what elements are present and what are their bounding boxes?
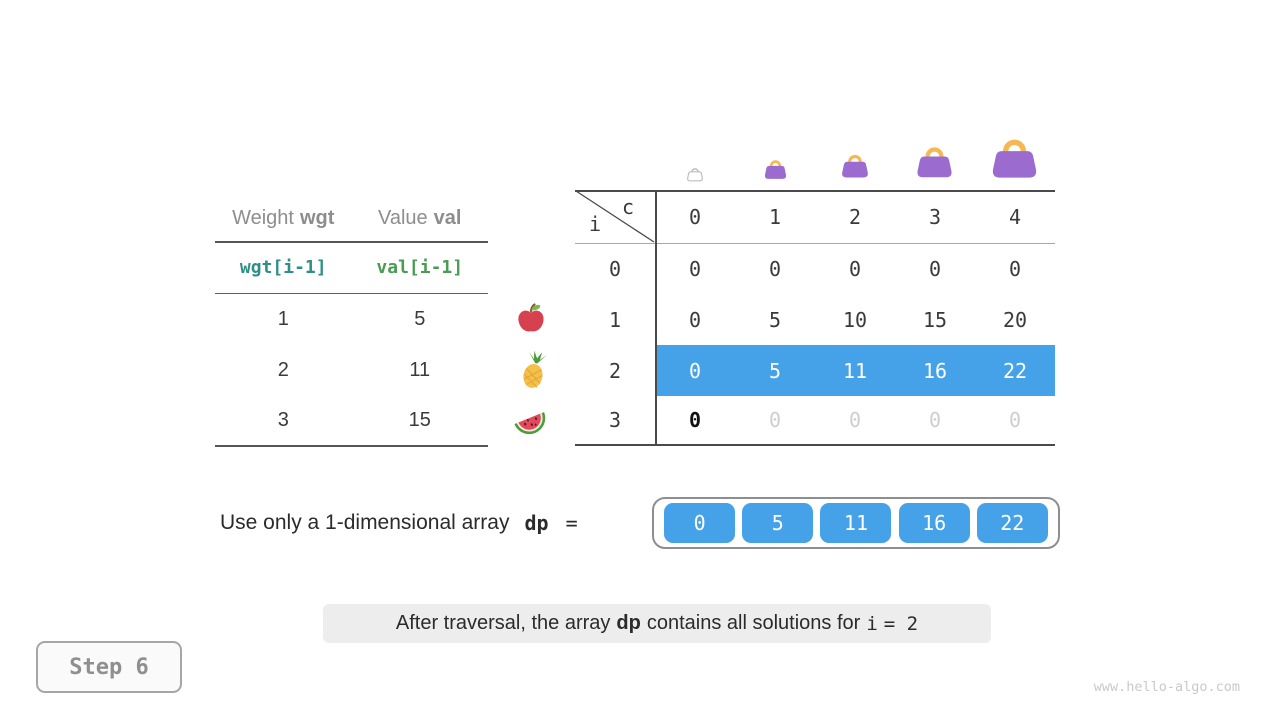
dp-cell-1-0: 0 — [688, 308, 702, 332]
row-label-2: 2 — [608, 358, 622, 383]
value-code-label: val — [433, 206, 462, 229]
table-header-divider — [575, 243, 1055, 244]
pineapple-icon — [517, 350, 551, 395]
caption-banner: After traversal, the array dp contains a… — [323, 604, 991, 643]
item-weight: 2 — [277, 359, 289, 381]
item-value: 11 — [409, 359, 431, 381]
highlighted-row-band — [656, 345, 1055, 396]
dp-cell-1-4: 20 — [1002, 308, 1028, 332]
item-value: 15 — [408, 409, 431, 431]
dp-cell-1-1: 5 — [768, 308, 782, 332]
dp-array-cell-3: 16 — [898, 503, 970, 543]
col-header-1: 1 — [768, 204, 782, 229]
caption-i-code: i — [866, 612, 878, 635]
dp-cell-3-3: 0 — [928, 408, 942, 432]
dp-array-label: Use only a 1-dimensional array dp = — [220, 504, 578, 542]
val-formula: val[i-1] — [376, 256, 464, 278]
dp-cell-2-2: 11 — [842, 358, 868, 383]
dp-table: c i 0 1 2 3 4 0 0 0 0 0 0 1 0 5 10 15 20… — [575, 190, 1055, 446]
col-header-3: 3 — [928, 204, 942, 229]
row-label-3: 3 — [608, 408, 622, 432]
dp-cell-0-3: 0 — [928, 257, 942, 281]
bag-capacity-0-icon — [687, 166, 703, 187]
formula-row: wgt[i-1] val[i-1] — [215, 241, 488, 293]
divider — [215, 241, 488, 243]
value-column-header: Value val — [352, 195, 489, 241]
caption-text: contains all solutions for — [646, 612, 861, 634]
apple-icon — [515, 302, 547, 339]
table-vertical-divider — [655, 190, 657, 446]
col-header-2: 2 — [848, 204, 862, 229]
item-row-apple: 1 5 — [215, 293, 488, 345]
dp-array-cell-0: 0 — [664, 503, 736, 543]
dp-cell-1-2: 10 — [842, 308, 868, 332]
table-bottom-border — [575, 444, 1055, 446]
row-label-1: 1 — [608, 308, 622, 332]
dp-cell-2-4: 22 — [1002, 358, 1028, 383]
table-top-border — [575, 190, 1055, 192]
corner-row-var: i — [589, 212, 602, 236]
bag-capacity-4-icon — [991, 135, 1038, 185]
col-header-0: 0 — [688, 204, 702, 229]
item-row-pineapple: 2 11 — [215, 345, 488, 396]
dp-code-label: dp — [524, 511, 549, 535]
weight-column-header: Weight wgt — [215, 195, 352, 241]
dp-cell-3-4: 0 — [1008, 408, 1022, 432]
caption-dp-code: dp — [616, 612, 641, 634]
dp-array-cell-1: 5 — [742, 503, 814, 543]
corner-col-var: c — [622, 195, 635, 219]
value-label: Value — [378, 206, 428, 229]
dp-array: 0 5 11 16 22 — [652, 497, 1060, 549]
bag-capacity-2-icon — [841, 152, 869, 184]
dp-cell-0-4: 0 — [1008, 257, 1022, 281]
item-weight: 3 — [277, 409, 289, 431]
wgt-formula: wgt[i-1] — [239, 256, 327, 278]
item-row-watermelon: 3 15 — [215, 396, 488, 445]
dp-cell-3-2: 0 — [848, 408, 862, 432]
dp-cell-2-0: 0 — [688, 358, 702, 383]
dp-cell-3-1: 0 — [768, 408, 782, 432]
col-header-4: 4 — [1008, 204, 1022, 229]
dp-cell-0-0: 0 — [688, 257, 702, 281]
dp-cell-0-1: 0 — [768, 257, 782, 281]
corner-cell: c i — [575, 190, 655, 243]
step-badge: Step 6 — [36, 641, 182, 693]
dp-array-cell-4: 22 — [976, 503, 1048, 543]
weight-code-label: wgt — [299, 206, 335, 229]
item-table: Weight wgt Value val wgt[i-1] val[i-1] 1… — [215, 195, 488, 447]
diagonal-line — [575, 190, 655, 243]
dp-array-cell-2: 11 — [820, 503, 892, 543]
watermelon-icon — [511, 405, 549, 444]
equals-sign: = — [565, 511, 578, 535]
bag-capacity-1-icon — [764, 158, 787, 185]
item-table-header: Weight wgt Value val — [215, 195, 488, 241]
dp-cell-2-3: 16 — [922, 358, 948, 383]
dp-cell-2-1: 5 — [768, 358, 782, 383]
row-label-0: 0 — [608, 257, 622, 281]
dp-cell-0-2: 0 — [848, 257, 862, 281]
caption-value: = 2 — [883, 612, 919, 635]
caption-text: After traversal, the array — [395, 612, 611, 634]
dp-cell-3-0: 0 — [688, 408, 702, 432]
watermark: www.hello-algo.com — [1093, 679, 1240, 695]
dp-array-label-text: Use only a 1-dimensional array — [220, 511, 510, 534]
divider — [215, 293, 488, 294]
bag-capacity-3-icon — [916, 144, 953, 184]
item-weight: 1 — [277, 307, 289, 330]
divider — [215, 445, 488, 447]
item-value: 5 — [414, 307, 426, 330]
dp-cell-1-3: 15 — [922, 308, 948, 332]
weight-label: Weight — [232, 206, 294, 229]
